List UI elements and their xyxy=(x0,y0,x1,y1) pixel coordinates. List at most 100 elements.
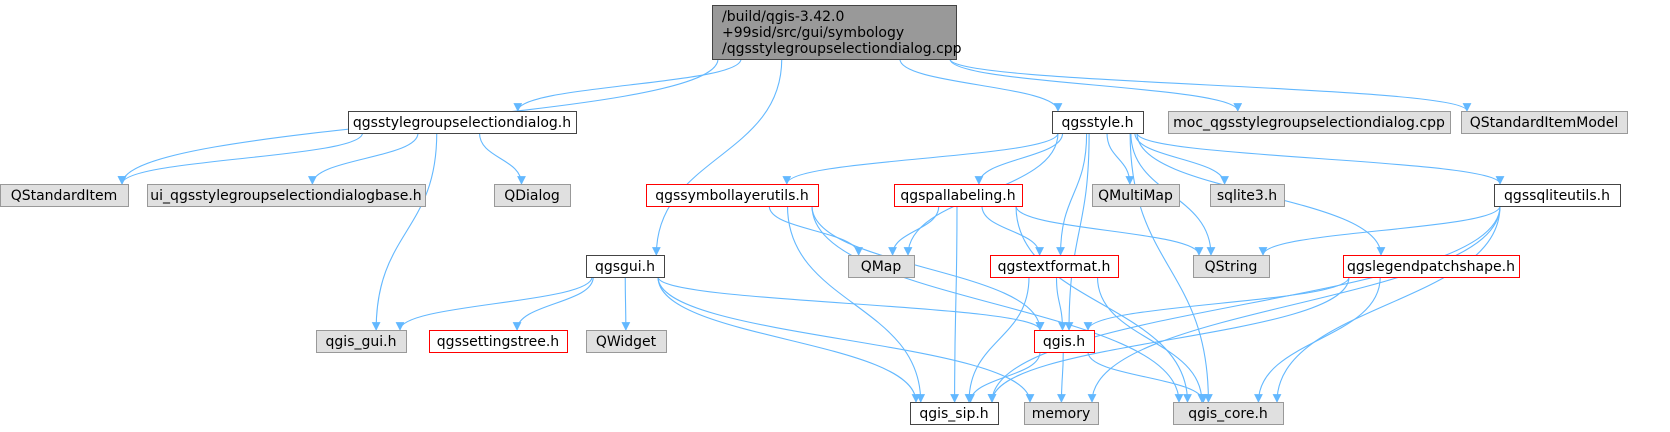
edge-qgsstyle_h-to-qgspallabeling_h xyxy=(974,132,1064,185)
node-label: qgsstylegroupselectiondialog.h xyxy=(353,115,571,131)
node-sqlite3-h[interactable]: sqlite3.h xyxy=(1210,184,1285,207)
node-qgis-gui-h[interactable]: qgis_gui.h xyxy=(316,330,407,353)
node-qgsstyle-h[interactable]: qgsstyle.h xyxy=(1052,111,1144,134)
node-box[interactable] xyxy=(990,255,1119,278)
edge-qgspallabeling_h-to-qgstextformat_h xyxy=(981,205,1044,256)
node-box[interactable] xyxy=(494,184,571,207)
node-label: QStandardItemModel xyxy=(1470,115,1619,131)
node-box[interactable] xyxy=(712,5,957,60)
node-label: qgslegendpatchshape.h xyxy=(1347,259,1515,275)
node-label: qgis.h xyxy=(1043,334,1085,350)
node-label: QWidget xyxy=(596,334,657,350)
node-box[interactable] xyxy=(586,330,667,353)
node-box[interactable] xyxy=(1173,402,1284,425)
edge-qgspallabeling_h-to-qmap xyxy=(888,205,940,256)
edge-qgsgui_h-to-qgis_h xyxy=(657,276,1045,331)
node-qgssettingstree-h[interactable]: qgssettingstree.h xyxy=(429,330,568,353)
node-qgis-core-h[interactable]: qgis_core.h xyxy=(1173,402,1284,425)
edge-qgis_h-to-qgis_sip_h xyxy=(966,351,1041,403)
node-box[interactable] xyxy=(429,330,568,353)
node-qstring[interactable]: QString xyxy=(1193,255,1270,278)
node-box[interactable] xyxy=(1024,402,1099,425)
node-box[interactable] xyxy=(1343,255,1520,278)
node-qwidget[interactable]: QWidget xyxy=(586,330,667,353)
node-qdialog[interactable]: QDialog xyxy=(494,184,571,207)
node-box[interactable] xyxy=(316,330,407,353)
node-label: +99sid/src/gui/symbology xyxy=(722,25,904,41)
edge-qgssymbollayerutils_h-to-qgis_h xyxy=(811,205,1045,331)
edge-qgsstyle_h-to-qgssqliteutils_h xyxy=(1136,132,1505,185)
node-label: QString xyxy=(1205,259,1258,275)
node-qgis-h[interactable]: qgis.h xyxy=(1034,330,1095,353)
node-qgstextformat-h[interactable]: qgstextformat.h xyxy=(990,255,1119,278)
edge-root-to-qgsgui_h xyxy=(651,58,783,256)
node-box[interactable] xyxy=(646,184,819,207)
node-box[interactable] xyxy=(848,255,915,278)
edge-qgssqliteutils_h-to-qgis_sip_h xyxy=(987,205,1501,403)
edge-qgsstyle_h-to-qgssymbollayerutils_h xyxy=(782,132,1059,185)
edge-qgsgui_h-to-qgis_sip_h xyxy=(657,276,921,403)
node-qgsstylegroupselectiondialog-h[interactable]: qgsstylegroupselectiondialog.h xyxy=(348,111,577,134)
node-box[interactable] xyxy=(1210,184,1285,207)
edge-qgsgui_h-to-qgssettingstree_h xyxy=(512,276,594,331)
node-box[interactable] xyxy=(894,184,1023,207)
node-label: /build/qgis-3.42.0 xyxy=(722,9,844,25)
node-label: memory xyxy=(1032,406,1091,422)
node-box[interactable] xyxy=(1461,111,1628,134)
edge-qgssymbollayerutils_h-to-qgis_sip_h xyxy=(786,205,926,403)
node-ui-base-h[interactable]: ui_qgsstylegroupselectiondialogbase.h xyxy=(147,184,426,207)
node-label: /qgsstylegroupselectiondialog.cpp xyxy=(722,41,962,57)
node-label: qgsstyle.h xyxy=(1062,115,1134,131)
node-box[interactable] xyxy=(1494,184,1621,207)
edge-qgstextformat_h-to-qgis_h xyxy=(1055,276,1067,331)
edge-qgspallabeling_h-to-qgis_core_h xyxy=(1015,205,1192,403)
node-box[interactable] xyxy=(0,184,129,207)
node-root[interactable]: /build/qgis-3.42.0+99sid/src/gui/symbolo… xyxy=(712,5,962,60)
edge-qgssqliteutils_h-to-qgis_core_h xyxy=(1272,205,1501,403)
node-label: qgis_core.h xyxy=(1188,406,1268,422)
node-qgsgui-h[interactable]: qgsgui.h xyxy=(586,255,665,278)
edge-root-to-moc_cpp xyxy=(949,58,1243,112)
node-label: qgis_gui.h xyxy=(326,334,397,350)
node-label: qgis_sip.h xyxy=(919,406,988,422)
edge-qgsstyle_h-to-qgis_core_h xyxy=(1129,132,1213,403)
node-qmultimap[interactable]: QMultiMap xyxy=(1092,184,1180,207)
node-qstandarditem[interactable]: QStandardItem xyxy=(0,184,129,207)
node-qgspallabeling-h[interactable]: qgspallabeling.h xyxy=(894,184,1023,207)
node-box[interactable] xyxy=(1168,111,1451,134)
node-label: qgssqliteutils.h xyxy=(1504,188,1610,204)
edge-qgspallabeling_h-to-qgis_sip_h xyxy=(950,205,960,403)
edge-qgslegendpatchshape_h-to-qgis_sip_h xyxy=(987,276,1350,403)
node-box[interactable] xyxy=(1034,330,1095,353)
node-qgis-sip-h[interactable]: qgis_sip.h xyxy=(910,402,999,425)
node-label: qgssettingstree.h xyxy=(437,334,559,350)
node-moc-cpp[interactable]: moc_qgsstylegroupselectiondialog.cpp xyxy=(1168,111,1451,134)
edge-qgsgui_h-to-qwidget xyxy=(621,276,631,331)
edge-qgis_h-to-qgis_core_h xyxy=(1087,351,1208,403)
edge-qgsstylegroupselectiondialog_h-to-qgis_gui_h xyxy=(371,132,438,331)
edge-qgsgui_h-to-memory xyxy=(657,276,1035,403)
node-box[interactable] xyxy=(1052,111,1144,134)
node-box[interactable] xyxy=(1092,184,1180,207)
node-memory[interactable]: memory xyxy=(1024,402,1099,425)
edge-root-to-qgsstyle_h xyxy=(899,58,1063,112)
edge-qgspallabeling_h-to-qstring xyxy=(1015,205,1204,256)
node-qgslegendpatchshape-h[interactable]: qgslegendpatchshape.h xyxy=(1343,255,1520,278)
node-box[interactable] xyxy=(586,255,665,278)
edge-root-to-qstandarditemmodel xyxy=(949,58,1472,112)
node-label: QStandardItem xyxy=(11,188,118,204)
node-box[interactable] xyxy=(348,111,577,134)
node-layer: /build/qgis-3.42.0+99sid/src/gui/symbolo… xyxy=(0,5,1628,425)
node-qgssqliteutils-h[interactable]: qgssqliteutils.h xyxy=(1494,184,1621,207)
node-qstandarditemmodel[interactable]: QStandardItemModel xyxy=(1461,111,1628,134)
edge-qgsstyle_h-to-qgis_h xyxy=(1064,132,1090,331)
edge-qgssymbollayerutils_h-to-qmap xyxy=(768,205,864,256)
node-box[interactable] xyxy=(1193,255,1270,278)
node-box[interactable] xyxy=(910,402,999,425)
edge-root-to-qgsstylegroupselectiondialog_h xyxy=(513,58,742,112)
node-qmap[interactable]: QMap xyxy=(848,255,915,278)
edge-qgstextformat_h-to-qgis_core_h xyxy=(1096,276,1207,403)
node-qgssymbollayerutils-h[interactable]: qgssymbollayerutils.h xyxy=(646,184,819,207)
node-label: qgstextformat.h xyxy=(998,259,1111,275)
node-box[interactable] xyxy=(147,184,426,207)
